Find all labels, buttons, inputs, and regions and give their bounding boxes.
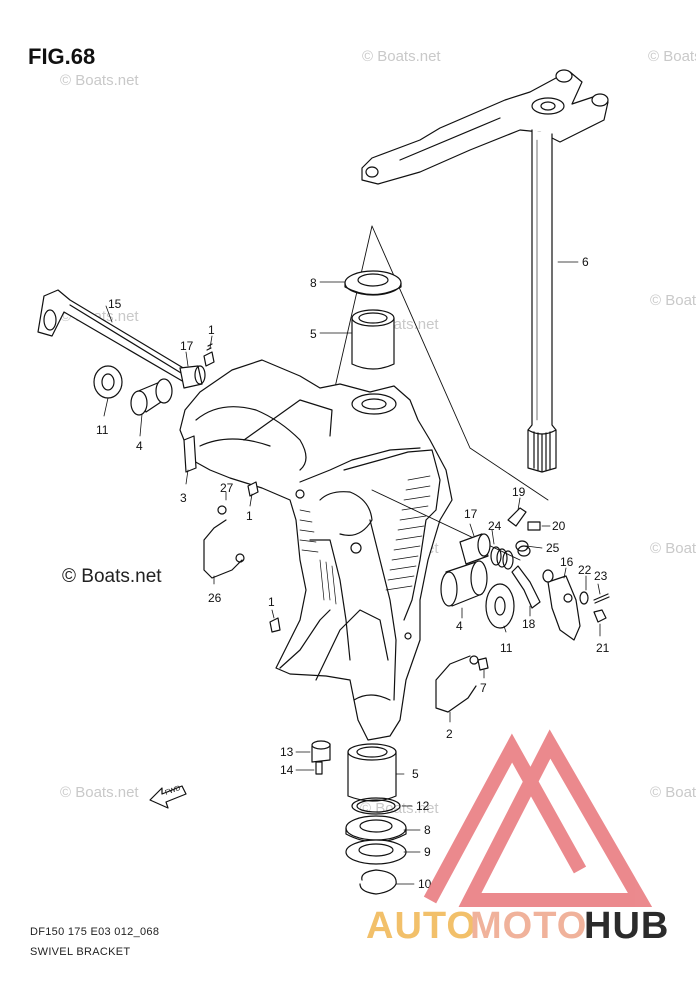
callout-c-25: 25 <box>546 541 560 555</box>
grease-nipple-1-mid <box>247 481 259 497</box>
watermark-dark: © Boats.net <box>62 566 162 587</box>
stopper-13 <box>311 740 331 763</box>
o-ring-12 <box>351 797 401 815</box>
callout-c-4a: 4 <box>136 439 143 453</box>
fwd-arrow <box>149 785 187 809</box>
callout-c-5b: 5 <box>412 767 419 781</box>
bushing-5-bottom <box>347 743 397 802</box>
figure-code: DF150 175 E03 012_068 <box>30 926 160 938</box>
nut-21 <box>593 609 607 623</box>
steering-shaft <box>527 129 557 473</box>
callout-c-3: 3 <box>180 491 187 505</box>
lever-18 <box>511 565 541 609</box>
bushing-4-left <box>130 378 173 416</box>
watermark: © Boats.net <box>60 784 139 801</box>
grease-nipple-1-top <box>203 343 215 367</box>
callout-c-23: 23 <box>594 569 608 583</box>
watermark: © Boats.net <box>650 784 696 801</box>
callout-c-11b: 11 <box>500 641 513 655</box>
logo-auto: AUTO <box>366 905 477 947</box>
bolt-14 <box>315 761 323 775</box>
bushing-17-right <box>459 533 491 565</box>
bushing-5-top <box>351 309 395 370</box>
callout-c-15: 15 <box>108 297 122 311</box>
callout-c-14: 14 <box>280 763 294 777</box>
swivel-bracket-body <box>179 359 453 741</box>
callout-c-2: 2 <box>446 727 453 741</box>
callout-c-11a: 11 <box>96 423 109 437</box>
callout-c-19: 19 <box>512 485 526 499</box>
callout-c-8a: 8 <box>310 276 317 290</box>
callout-c-20: 20 <box>552 519 566 533</box>
callout-c-18: 18 <box>522 617 536 631</box>
screw-7 <box>477 657 489 671</box>
steering-arm <box>361 69 609 185</box>
bushing-17-left <box>179 365 206 389</box>
callout-c-12: 12 <box>416 799 430 813</box>
callout-c-9: 9 <box>424 845 431 859</box>
figure-title: FIG.68 <box>28 44 96 69</box>
callout-c-21: 21 <box>596 641 610 655</box>
tilt-lock-16 <box>542 569 581 641</box>
callout-c-6: 6 <box>582 255 589 269</box>
logo-moto: MOTO <box>470 905 588 947</box>
plate-19 <box>507 507 527 527</box>
washer-9 <box>345 839 407 865</box>
callout-c-10: 10 <box>418 877 432 891</box>
bushing-4-right <box>440 560 488 607</box>
washer-22 <box>579 591 589 605</box>
callout-c-5a: 5 <box>310 327 317 341</box>
callout-c-1a: 1 <box>208 323 215 337</box>
spring-24 <box>490 546 514 570</box>
washer-8-top <box>344 270 402 296</box>
callout-c-24: 24 <box>488 519 502 533</box>
callout-c-17b: 17 <box>464 507 478 521</box>
callout-c-22: 22 <box>578 563 592 577</box>
cotter-pin-23 <box>593 593 610 604</box>
callout-c-1c: 1 <box>268 595 275 609</box>
figure-caption: SWIVEL BRACKET <box>30 946 131 958</box>
callout-c-13: 13 <box>280 745 294 759</box>
callout-c-1b: 1 <box>246 509 253 523</box>
clip-3 <box>183 435 197 473</box>
callout-c-17a: 17 <box>180 339 194 353</box>
callout-c-16: 16 <box>560 555 574 569</box>
callout-c-27: 27 <box>220 481 234 495</box>
callout-c-26: 26 <box>208 591 222 605</box>
watermark: © Boats.net <box>650 540 696 557</box>
callout-c-4b: 4 <box>456 619 463 633</box>
watermark: © Boats.net <box>650 292 696 309</box>
callout-c-8b: 8 <box>424 823 431 837</box>
watermark: © Boats.net <box>648 48 696 65</box>
ground-wire-26 <box>203 505 245 579</box>
logo-hub: HUB <box>584 905 670 947</box>
watermark: © Boats.net <box>362 48 441 65</box>
watermark: © Boats.net <box>60 72 139 89</box>
callout-c-7: 7 <box>480 681 487 695</box>
grease-nipple-1-low <box>269 617 281 633</box>
washer-11-right <box>485 583 515 629</box>
bolt-20 <box>527 521 541 531</box>
